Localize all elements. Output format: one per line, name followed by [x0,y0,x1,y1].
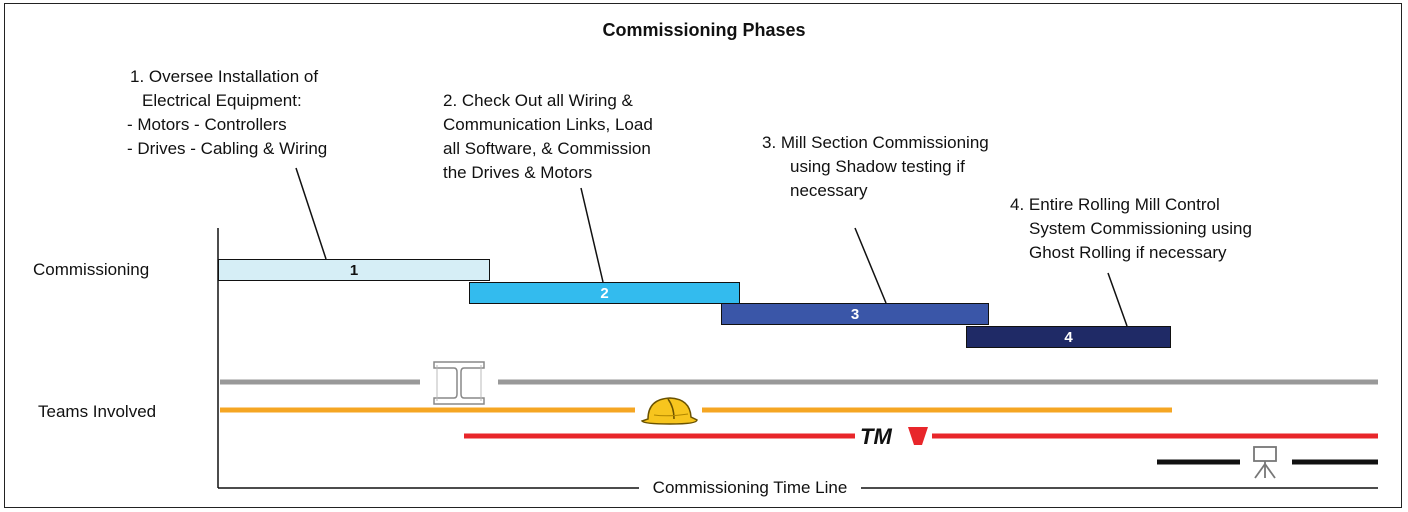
note-line: Ghost Rolling if necessary [1029,243,1227,262]
note-line: 4. Entire Rolling Mill Control [1010,195,1220,214]
phase-3-note: 3. Mill Section Commissioning using Shad… [762,131,989,203]
note-line: - Drives - Cabling & Wiring [127,139,328,158]
phase-2-note: 2. Check Out all Wiring & Communication … [443,89,653,185]
phase-bar-label: 4 [1064,328,1073,346]
diagram-frame [4,3,1402,508]
page-title: Commissioning Phases [602,20,806,40]
commissioning-row-label: Commissioning [33,260,150,279]
phase-bar-label: 1 [349,261,359,279]
leader-line-1 [295,167,327,260]
beam-icon [433,361,485,405]
phase-bar-label: 2 [600,284,609,302]
note-line: using Shadow testing if [790,157,965,176]
leader-line-2 [580,187,604,283]
phase-bar-2: 2 [469,282,740,304]
phase-bar-label: 3 [850,305,860,323]
leader-line-3 [854,227,887,304]
note-line: 3. Mill Section Commissioning [762,133,989,152]
note-line: Communication Links, Load [443,115,653,134]
phase-1-note: 1. Oversee Installation of Electrical Eq… [127,65,328,161]
surveyor-tripod-icon [1253,446,1277,479]
note-line: 2. Check Out all Wiring & [443,91,633,110]
phase-bar-1: 1 [218,259,490,281]
timeline-axis-label: Commissioning Time Line [0,478,1408,498]
phase-4-note: 4. Entire Rolling Mill Control System Co… [1010,193,1252,265]
note-line: - Motors - Controllers [127,115,287,134]
timeline-axis-text: Commissioning Time Line [638,478,862,497]
teams-row-label: Teams Involved [38,402,157,421]
phase-bar-4: 4 [966,326,1171,348]
note-line: Electrical Equipment: [142,91,302,110]
hard-hat-icon [640,397,698,425]
note-line: System Commissioning using [1029,219,1252,238]
phase-bar-3: 3 [721,303,989,325]
note-line: necessary [790,181,868,200]
tm-logo-text: TM [860,424,892,448]
tm-logo: TM [860,424,928,448]
note-line: all Software, & Commission [443,139,651,158]
note-line: 1. Oversee Installation of [130,67,319,86]
note-line: the Drives & Motors [443,163,593,182]
leader-line-4 [1107,272,1128,327]
